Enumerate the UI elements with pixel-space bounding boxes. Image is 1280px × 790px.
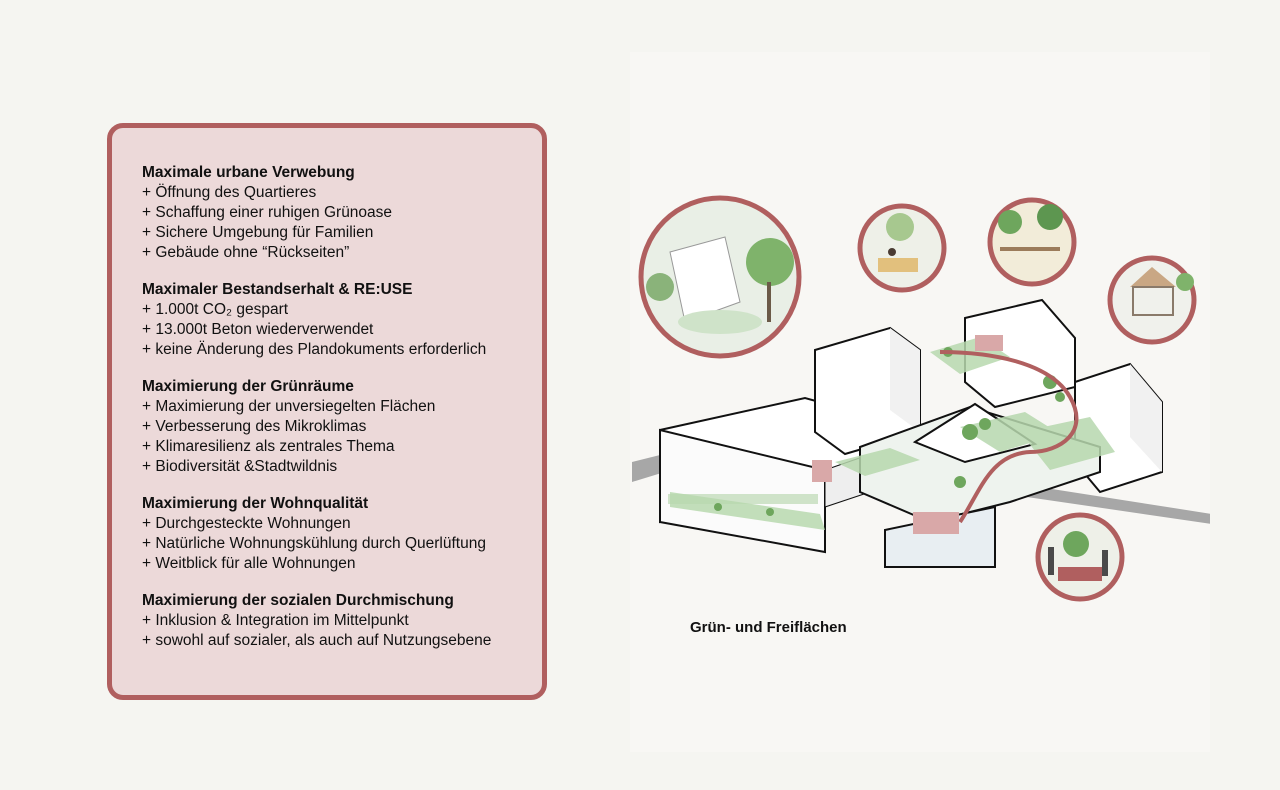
red-ramp: [913, 335, 1079, 534]
vignette-courtyard: [638, 195, 802, 359]
section-list: + Inklusion & Integration im Mittelpunkt…: [142, 611, 542, 651]
section-list: + Maximierung der unversiegelten Flächen…: [142, 397, 542, 477]
info-panel: Maximale urbane Verwebung + Öffnung des Q…: [107, 123, 547, 700]
list-item: + Gebäude ohne “Rückseiten”: [142, 244, 350, 261]
list-item: + keine Änderung des Plandokuments erfor…: [142, 341, 487, 358]
list-item: + Durchgesteckte Wohnungen: [142, 515, 351, 532]
section-title: Maximale urbane Verwebung: [142, 164, 355, 181]
list-item: + Öffnung des Quartieres: [142, 184, 317, 201]
list-item: + Verbesserung des Mikroklimas: [142, 418, 367, 435]
section: Maximierung der sozialen Durchmischung + …: [142, 591, 542, 651]
vignette-planter: [1035, 512, 1125, 602]
list-item: + Sichere Umgebung für Familien: [142, 224, 374, 241]
section-title: Maximaler Bestandserhalt & RE:USE: [142, 281, 413, 298]
list-item: + Weitblick für alle Wohnungen: [142, 555, 356, 572]
tower-left: [814, 326, 921, 456]
section-list: + Durchgesteckte Wohnungen + Natürliche W…: [142, 514, 542, 574]
section: Maximale urbane Verwebung + Öffnung des Q…: [142, 163, 542, 263]
diagram-caption: Grün- und Freiflächen: [690, 619, 847, 636]
section-title: Maximierung der Wohnqualität: [142, 495, 369, 512]
vignette-bench: [857, 203, 947, 293]
list-item: + Inklusion & Integration im Mittelpunkt: [142, 612, 409, 629]
vignette-pavilion: [1107, 255, 1197, 345]
section: Maximierung der Wohnqualität + Durchgeste…: [142, 494, 542, 574]
list-item: + Biodiversität &Stadtwildnis: [142, 458, 338, 475]
section-list: + Öffnung des Quartieres + Schaffung eine…: [142, 183, 542, 263]
list-item: + Schaffung einer ruhigen Grünoase: [142, 204, 393, 221]
section: Maximaler Bestandserhalt & RE:USE + 1.000…: [142, 280, 542, 360]
list-item: + Maximierung der unversiegelten Flächen: [142, 398, 436, 415]
section-title: Maximierung der sozialen Durchmischung: [142, 592, 454, 609]
section-title: Maximierung der Grünräume: [142, 378, 354, 395]
vignette-playground: [987, 197, 1077, 287]
list-item: + 1.000t CO₂ gespart: [142, 301, 289, 318]
building-axonometric: [632, 195, 1210, 602]
axonometric-diagram: Grün- und Freiflächen: [630, 52, 1210, 752]
list-item: + sowohl auf sozialer, als auch auf Nutz…: [142, 632, 492, 649]
list-item: + Natürliche Wohnungskühlung durch Querl…: [142, 535, 486, 552]
section: Maximierung der Grünräume + Maximierung d…: [142, 377, 542, 477]
list-item: + 13.000t Beton wiederverwendet: [142, 321, 374, 338]
list-item: + Klimaresilienz als zentrales Thema: [142, 438, 395, 455]
section-list: + 1.000t CO₂ gespart + 13.000t Beton wied…: [142, 300, 542, 360]
